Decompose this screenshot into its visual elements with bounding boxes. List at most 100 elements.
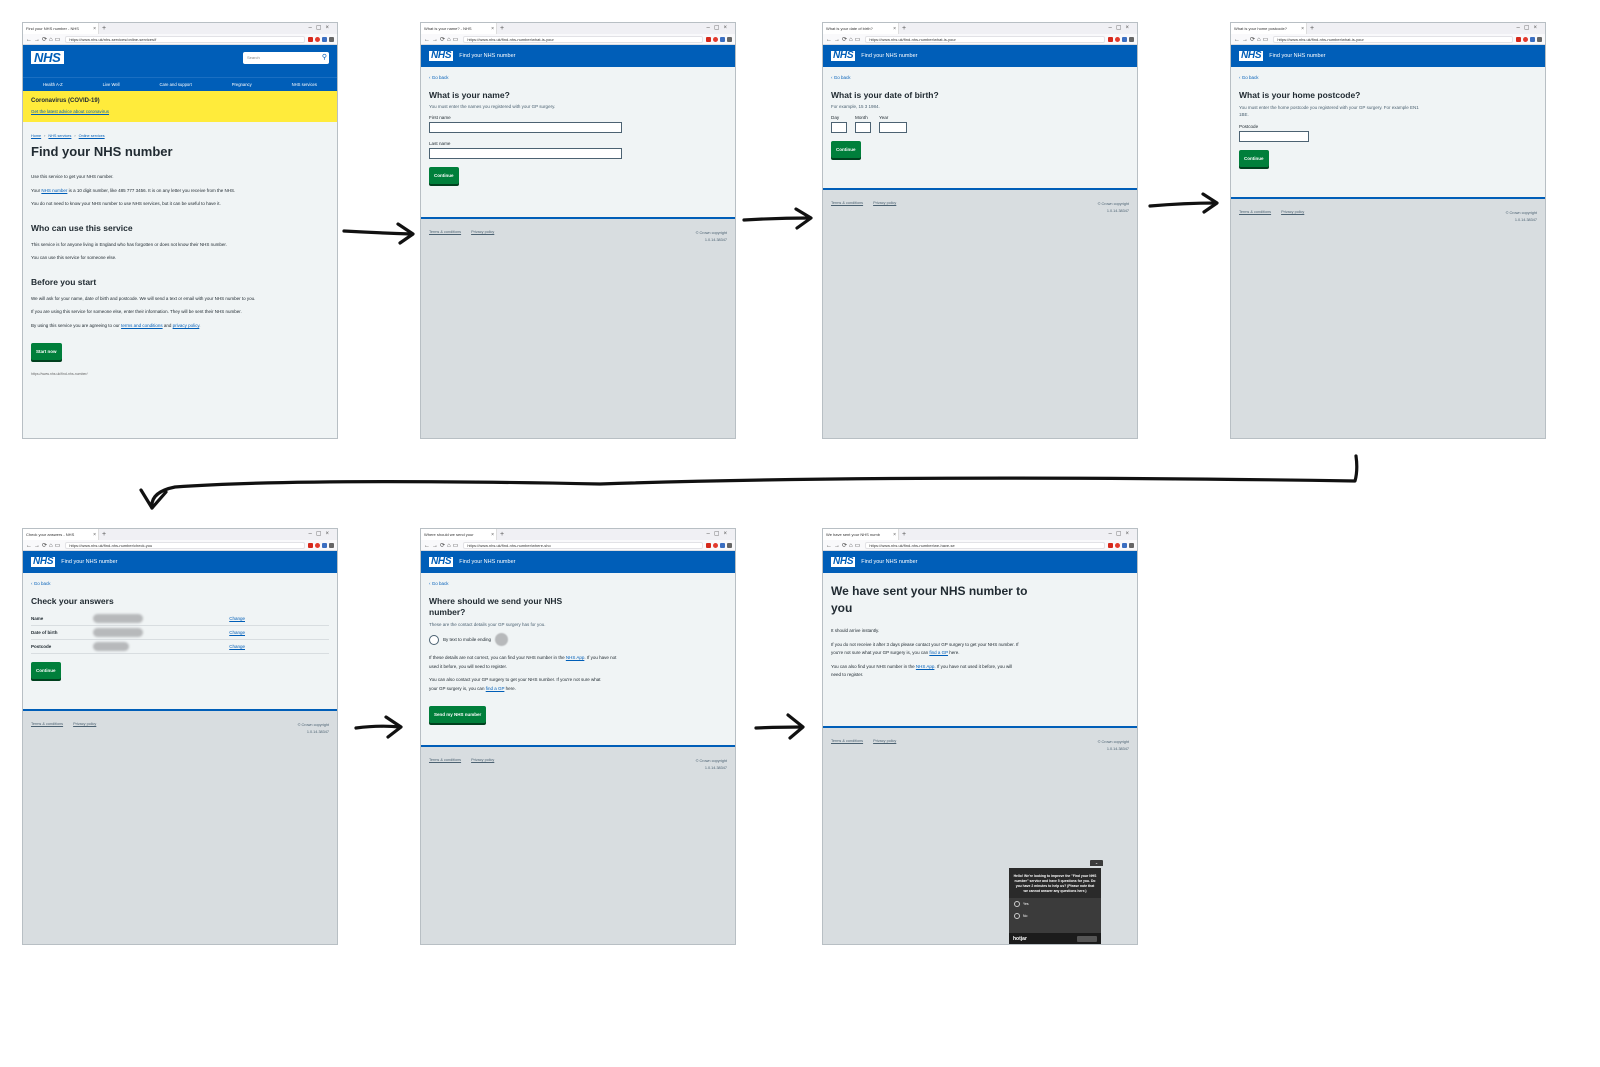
- menu-icon[interactable]: [727, 542, 732, 548]
- new-tab-icon[interactable]: +: [1310, 25, 1315, 32]
- go-back-link[interactable]: ‹ Go back: [429, 75, 727, 80]
- nav-buttons-icon[interactable]: ←→⟳⌂▭: [26, 36, 63, 43]
- close-icon[interactable]: ×: [491, 25, 494, 32]
- download-icon[interactable]: [322, 36, 327, 42]
- service-name[interactable]: Find your NHS number: [61, 559, 118, 565]
- chevron-down-icon[interactable]: ⌄: [1090, 860, 1103, 866]
- browser-tab[interactable]: What is your date of birth?×: [823, 23, 899, 34]
- download-icon[interactable]: [720, 542, 725, 548]
- nav-item[interactable]: Care and support: [159, 82, 192, 87]
- extension-icon[interactable]: [315, 36, 320, 42]
- search-input[interactable]: Search⚲: [243, 52, 329, 64]
- nav-buttons-icon[interactable]: ←→⟳⌂▭: [826, 542, 863, 549]
- new-tab-icon[interactable]: +: [902, 25, 907, 32]
- go-back-link[interactable]: ‹ Go back: [429, 581, 727, 586]
- terms-link[interactable]: Terms & conditions: [429, 758, 462, 762]
- continue-button[interactable]: Continue: [1239, 150, 1269, 167]
- privacy-link[interactable]: Privacy policy: [471, 758, 495, 762]
- service-name[interactable]: Find your NHS number: [1269, 53, 1326, 59]
- url-bar[interactable]: https://www.nhs.uk/nhs-services/online-s…: [65, 35, 305, 43]
- privacy-link[interactable]: Privacy policy: [873, 739, 897, 743]
- mobile-option[interactable]: By text to mobile ending: [429, 633, 727, 646]
- terms-link[interactable]: Terms & conditions: [429, 230, 462, 234]
- go-back-link[interactable]: ‹ Go back: [831, 75, 1129, 80]
- postcode-input[interactable]: [1239, 131, 1309, 142]
- find-gp-link[interactable]: find a GP: [485, 685, 505, 691]
- change-link[interactable]: Change: [229, 644, 245, 649]
- extension-icon[interactable]: [1108, 36, 1113, 42]
- close-icon[interactable]: ×: [93, 25, 96, 32]
- extension-icon[interactable]: [1516, 36, 1521, 42]
- extension-icon[interactable]: [706, 36, 711, 42]
- go-back-link[interactable]: ‹ Go back: [31, 581, 329, 586]
- change-link[interactable]: Change: [229, 616, 245, 621]
- go-back-link[interactable]: ‹ Go back: [1239, 75, 1537, 80]
- window-controls[interactable]: –▢×: [1516, 25, 1541, 31]
- year-input[interactable]: [879, 122, 907, 133]
- extension-icon[interactable]: [1115, 36, 1120, 42]
- breadcrumb-item[interactable]: NHS services: [48, 134, 72, 138]
- close-icon[interactable]: ×: [93, 531, 96, 538]
- nav-item[interactable]: Pregnancy: [231, 82, 252, 87]
- nav-item[interactable]: NHS services: [291, 82, 317, 87]
- survey-option-yes[interactable]: Yes: [1009, 898, 1101, 910]
- extension-icon[interactable]: [308, 542, 313, 548]
- terms-link[interactable]: Terms & conditions: [31, 722, 64, 726]
- browser-tab[interactable]: Check your answers - NHS×: [23, 529, 99, 540]
- nav-buttons-icon[interactable]: ←→⟳⌂▭: [1234, 36, 1271, 43]
- menu-icon[interactable]: [1129, 542, 1134, 548]
- extension-icon[interactable]: [713, 36, 718, 42]
- nhs-logo[interactable]: NHS: [31, 556, 56, 567]
- new-tab-icon[interactable]: +: [500, 531, 505, 538]
- nhs-logo[interactable]: NHS: [831, 50, 856, 61]
- url-bar[interactable]: https://www.nhs.uk/find-nhs-number/what-…: [1273, 35, 1513, 43]
- radio-button[interactable]: [1014, 913, 1020, 919]
- breadcrumb-item[interactable]: Home: [31, 134, 42, 138]
- menu-icon[interactable]: [1129, 36, 1134, 42]
- nav-item[interactable]: Live Well: [102, 82, 120, 87]
- continue-button[interactable]: Continue: [31, 662, 61, 679]
- url-bar[interactable]: https://www.nhs.uk/find-nhs-number/what-…: [463, 35, 703, 43]
- download-icon[interactable]: [1122, 542, 1127, 548]
- nav-item[interactable]: Health A-Z: [42, 82, 63, 87]
- close-icon[interactable]: ×: [893, 25, 896, 32]
- menu-icon[interactable]: [727, 36, 732, 42]
- radio-button[interactable]: [1014, 901, 1020, 907]
- new-tab-icon[interactable]: +: [102, 25, 107, 32]
- download-icon[interactable]: [1530, 36, 1535, 42]
- window-controls[interactable]: –▢×: [706, 531, 731, 537]
- download-icon[interactable]: [720, 36, 725, 42]
- browser-tab[interactable]: What is your name? - NHS×: [421, 23, 497, 34]
- privacy-link[interactable]: privacy policy: [172, 322, 200, 328]
- nhs-logo[interactable]: NHS: [831, 556, 856, 567]
- extension-icon[interactable]: [713, 542, 718, 548]
- last-name-input[interactable]: [429, 148, 622, 159]
- nav-buttons-icon[interactable]: ←→⟳⌂▭: [424, 36, 461, 43]
- nav-buttons-icon[interactable]: ←→⟳⌂▭: [826, 36, 863, 43]
- continue-button[interactable]: Continue: [429, 167, 459, 184]
- url-bar[interactable]: https://www.nhs.uk/find-nhs-number/what-…: [865, 35, 1105, 43]
- first-name-input[interactable]: [429, 122, 622, 133]
- close-icon[interactable]: ×: [1301, 25, 1304, 32]
- service-name[interactable]: Find your NHS number: [459, 53, 516, 59]
- window-controls[interactable]: –▢×: [1108, 25, 1133, 31]
- download-icon[interactable]: [1122, 36, 1127, 42]
- extension-icon[interactable]: [1523, 36, 1528, 42]
- next-button[interactable]: [1077, 935, 1097, 942]
- browser-tab[interactable]: Find your NHS number - NHS×: [23, 23, 99, 34]
- url-bar[interactable]: https://www.nhs.uk/find-nhs-number/check…: [65, 541, 305, 549]
- nhs-number-link[interactable]: NHS number: [41, 187, 68, 193]
- day-input[interactable]: [831, 122, 847, 133]
- service-name[interactable]: Find your NHS number: [459, 559, 516, 565]
- url-bar[interactable]: https://www.nhs.uk/find-nhs-number/where…: [463, 541, 703, 549]
- service-name[interactable]: Find your NHS number: [861, 53, 918, 59]
- menu-icon[interactable]: [1537, 36, 1542, 42]
- covid-link[interactable]: Get the latest advice about coronavirus: [31, 109, 110, 114]
- radio-button[interactable]: [429, 634, 439, 645]
- close-icon[interactable]: ×: [491, 531, 494, 538]
- privacy-link[interactable]: Privacy policy: [1281, 210, 1305, 214]
- send-button[interactable]: Send my NHS number: [429, 706, 487, 723]
- nhs-logo[interactable]: NHS: [429, 556, 454, 567]
- privacy-link[interactable]: Privacy policy: [73, 722, 97, 726]
- privacy-link[interactable]: Privacy policy: [471, 230, 495, 234]
